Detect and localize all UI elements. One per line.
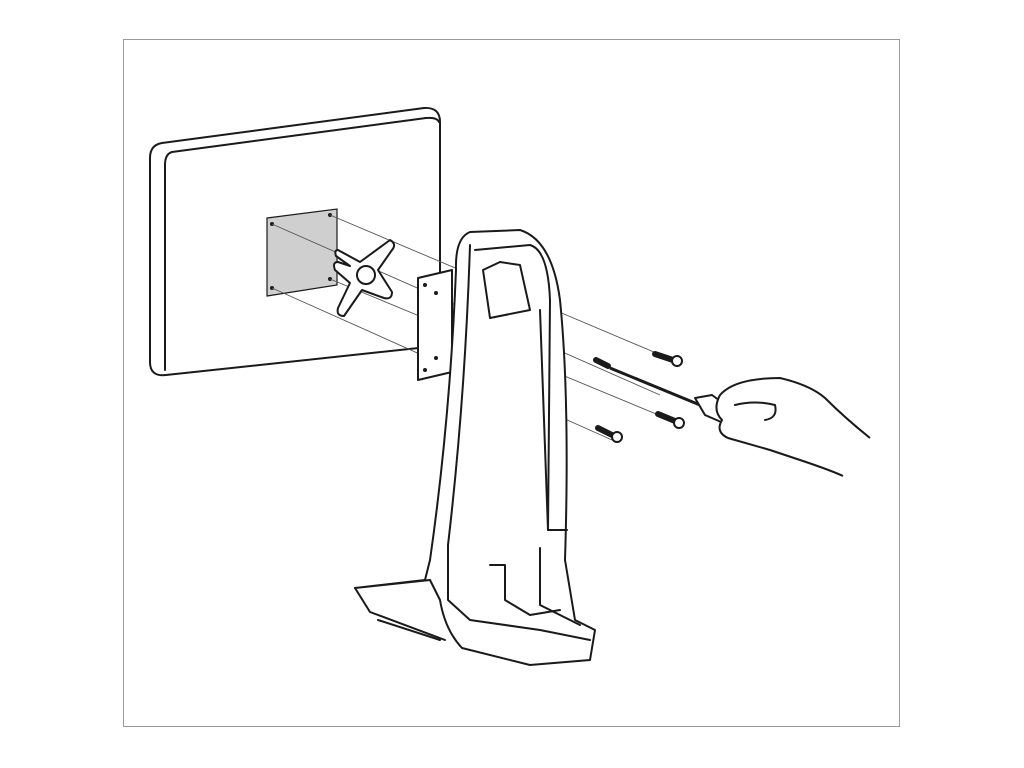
hand-icon xyxy=(715,377,871,477)
screw-icon xyxy=(595,425,623,443)
x-adapter-icon xyxy=(333,239,396,317)
screw-icon xyxy=(655,411,685,429)
arm-plate-icon xyxy=(417,269,453,381)
screw-icon xyxy=(593,357,611,369)
screw-icon xyxy=(652,351,683,367)
stand-icon xyxy=(354,229,596,666)
vesa-plate-icon xyxy=(266,208,338,297)
